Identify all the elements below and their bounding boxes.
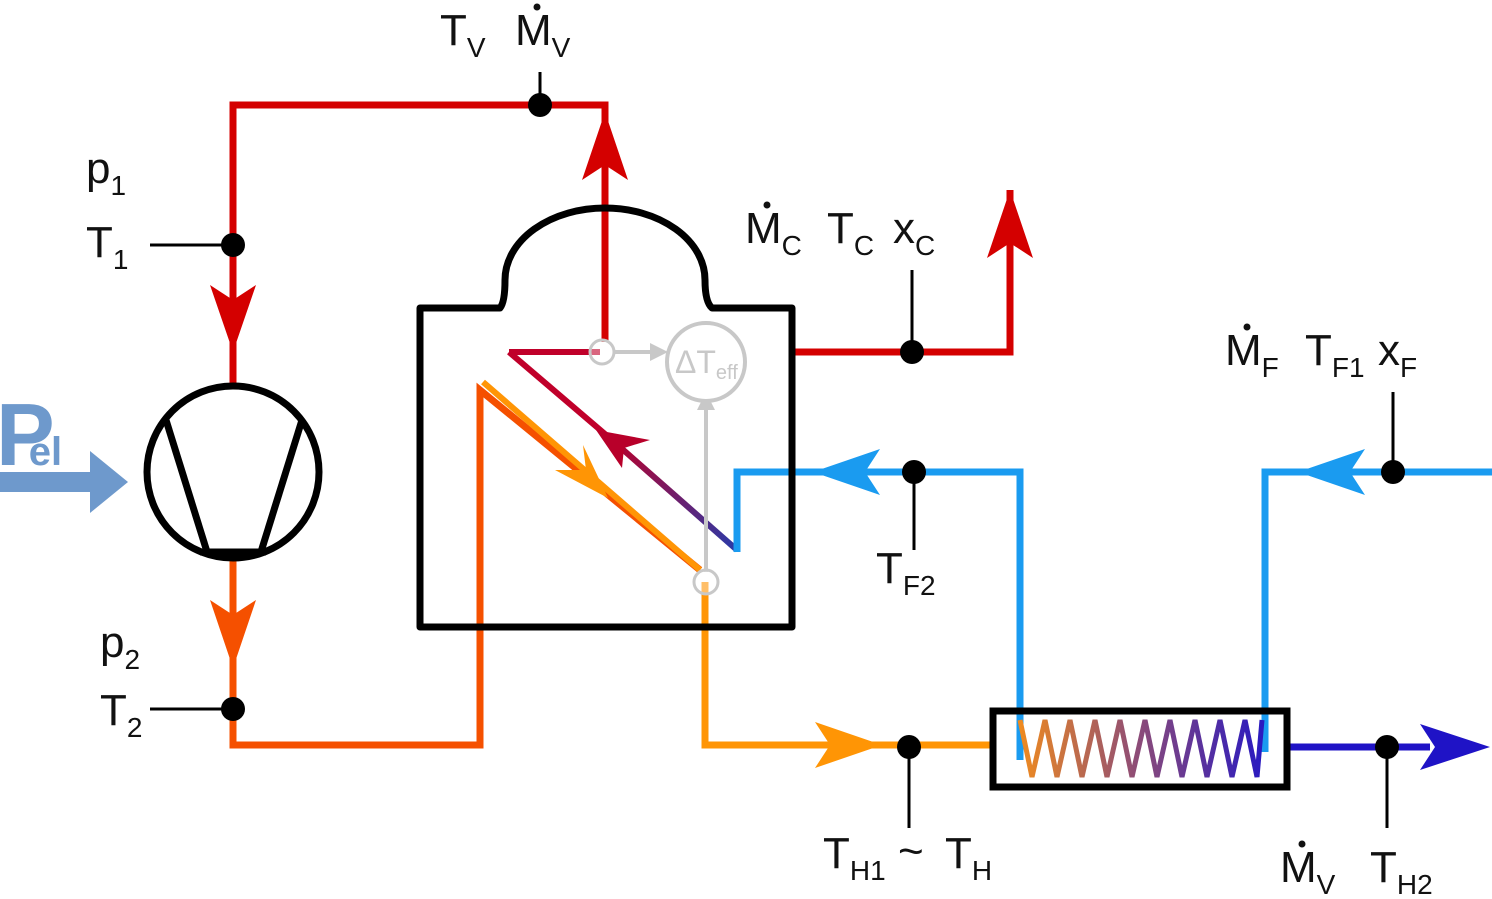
vapor-down-arrow xyxy=(210,285,256,352)
point-tv xyxy=(528,93,552,117)
compressed-vapor-line xyxy=(210,382,703,749)
feed-left-arrow-left xyxy=(813,449,880,495)
condensate-right-arrow xyxy=(815,722,882,768)
heat-exchanger-coil xyxy=(1017,719,1265,778)
label-p1: p1 xyxy=(86,144,126,201)
svg-text:MV: MV xyxy=(1280,843,1336,899)
delta-teff-circle xyxy=(665,321,747,403)
label-tv: TV xyxy=(440,6,486,63)
feed-line xyxy=(733,449,1492,760)
outlet-right-arrow xyxy=(1420,724,1490,770)
sensor-leaders xyxy=(150,72,1395,828)
point-tf1 xyxy=(1381,460,1405,484)
evaporator-vessel xyxy=(416,204,796,631)
internal-up-arrow xyxy=(596,430,650,468)
label-mv-top: MV xyxy=(515,3,571,63)
point-t1 xyxy=(221,233,245,257)
label-t2: T2 xyxy=(100,686,142,743)
concentrate-line xyxy=(790,190,1033,356)
internal-exchange-line xyxy=(507,349,739,553)
compressed-down-arrow xyxy=(210,600,256,668)
delta-teff-label: ΔTeff xyxy=(675,344,738,384)
point-t2 xyxy=(221,697,245,721)
point-tc xyxy=(900,340,924,364)
svg-text:MV: MV xyxy=(515,6,571,63)
concentrate-up-arrow xyxy=(987,190,1033,258)
label-xf: xF xyxy=(1378,326,1417,383)
label-t1: T1 xyxy=(86,218,128,275)
measurement-points xyxy=(221,93,1405,759)
label-tilde: ~ xyxy=(898,827,924,876)
heat-exchanger xyxy=(989,707,1291,791)
label-tf2: TF2 xyxy=(876,544,936,601)
ghost-point-top xyxy=(588,338,616,366)
label-mf: MF xyxy=(1225,323,1279,383)
label-xc: xC xyxy=(893,204,935,261)
svg-text:MC: MC xyxy=(745,204,802,261)
label-th: TH xyxy=(945,829,992,886)
label-tc: TC xyxy=(827,204,874,261)
point-tf2 xyxy=(902,460,926,484)
vapor-up-arrow xyxy=(582,112,628,180)
label-mv-bottom: MV xyxy=(1280,840,1336,899)
ghost-point-bottom xyxy=(692,568,720,596)
label-th1: TH1 xyxy=(823,829,886,886)
condensate-internal-arrow xyxy=(555,445,608,498)
compressor xyxy=(143,382,323,562)
label-pel: Pel xyxy=(0,385,62,484)
svg-text:MF: MF xyxy=(1225,326,1279,383)
label-th2: TH2 xyxy=(1370,843,1433,899)
outlet-line xyxy=(1285,724,1490,770)
feed-left-arrow-right xyxy=(1298,449,1365,495)
delta-teff-construction: ΔTeff xyxy=(588,321,747,596)
label-mc: MC xyxy=(745,201,802,261)
point-th1 xyxy=(897,735,921,759)
point-th2 xyxy=(1375,735,1399,759)
label-p2: p2 xyxy=(100,618,140,675)
power-input-arrow xyxy=(0,451,128,513)
label-tf1: TF1 xyxy=(1305,326,1365,383)
